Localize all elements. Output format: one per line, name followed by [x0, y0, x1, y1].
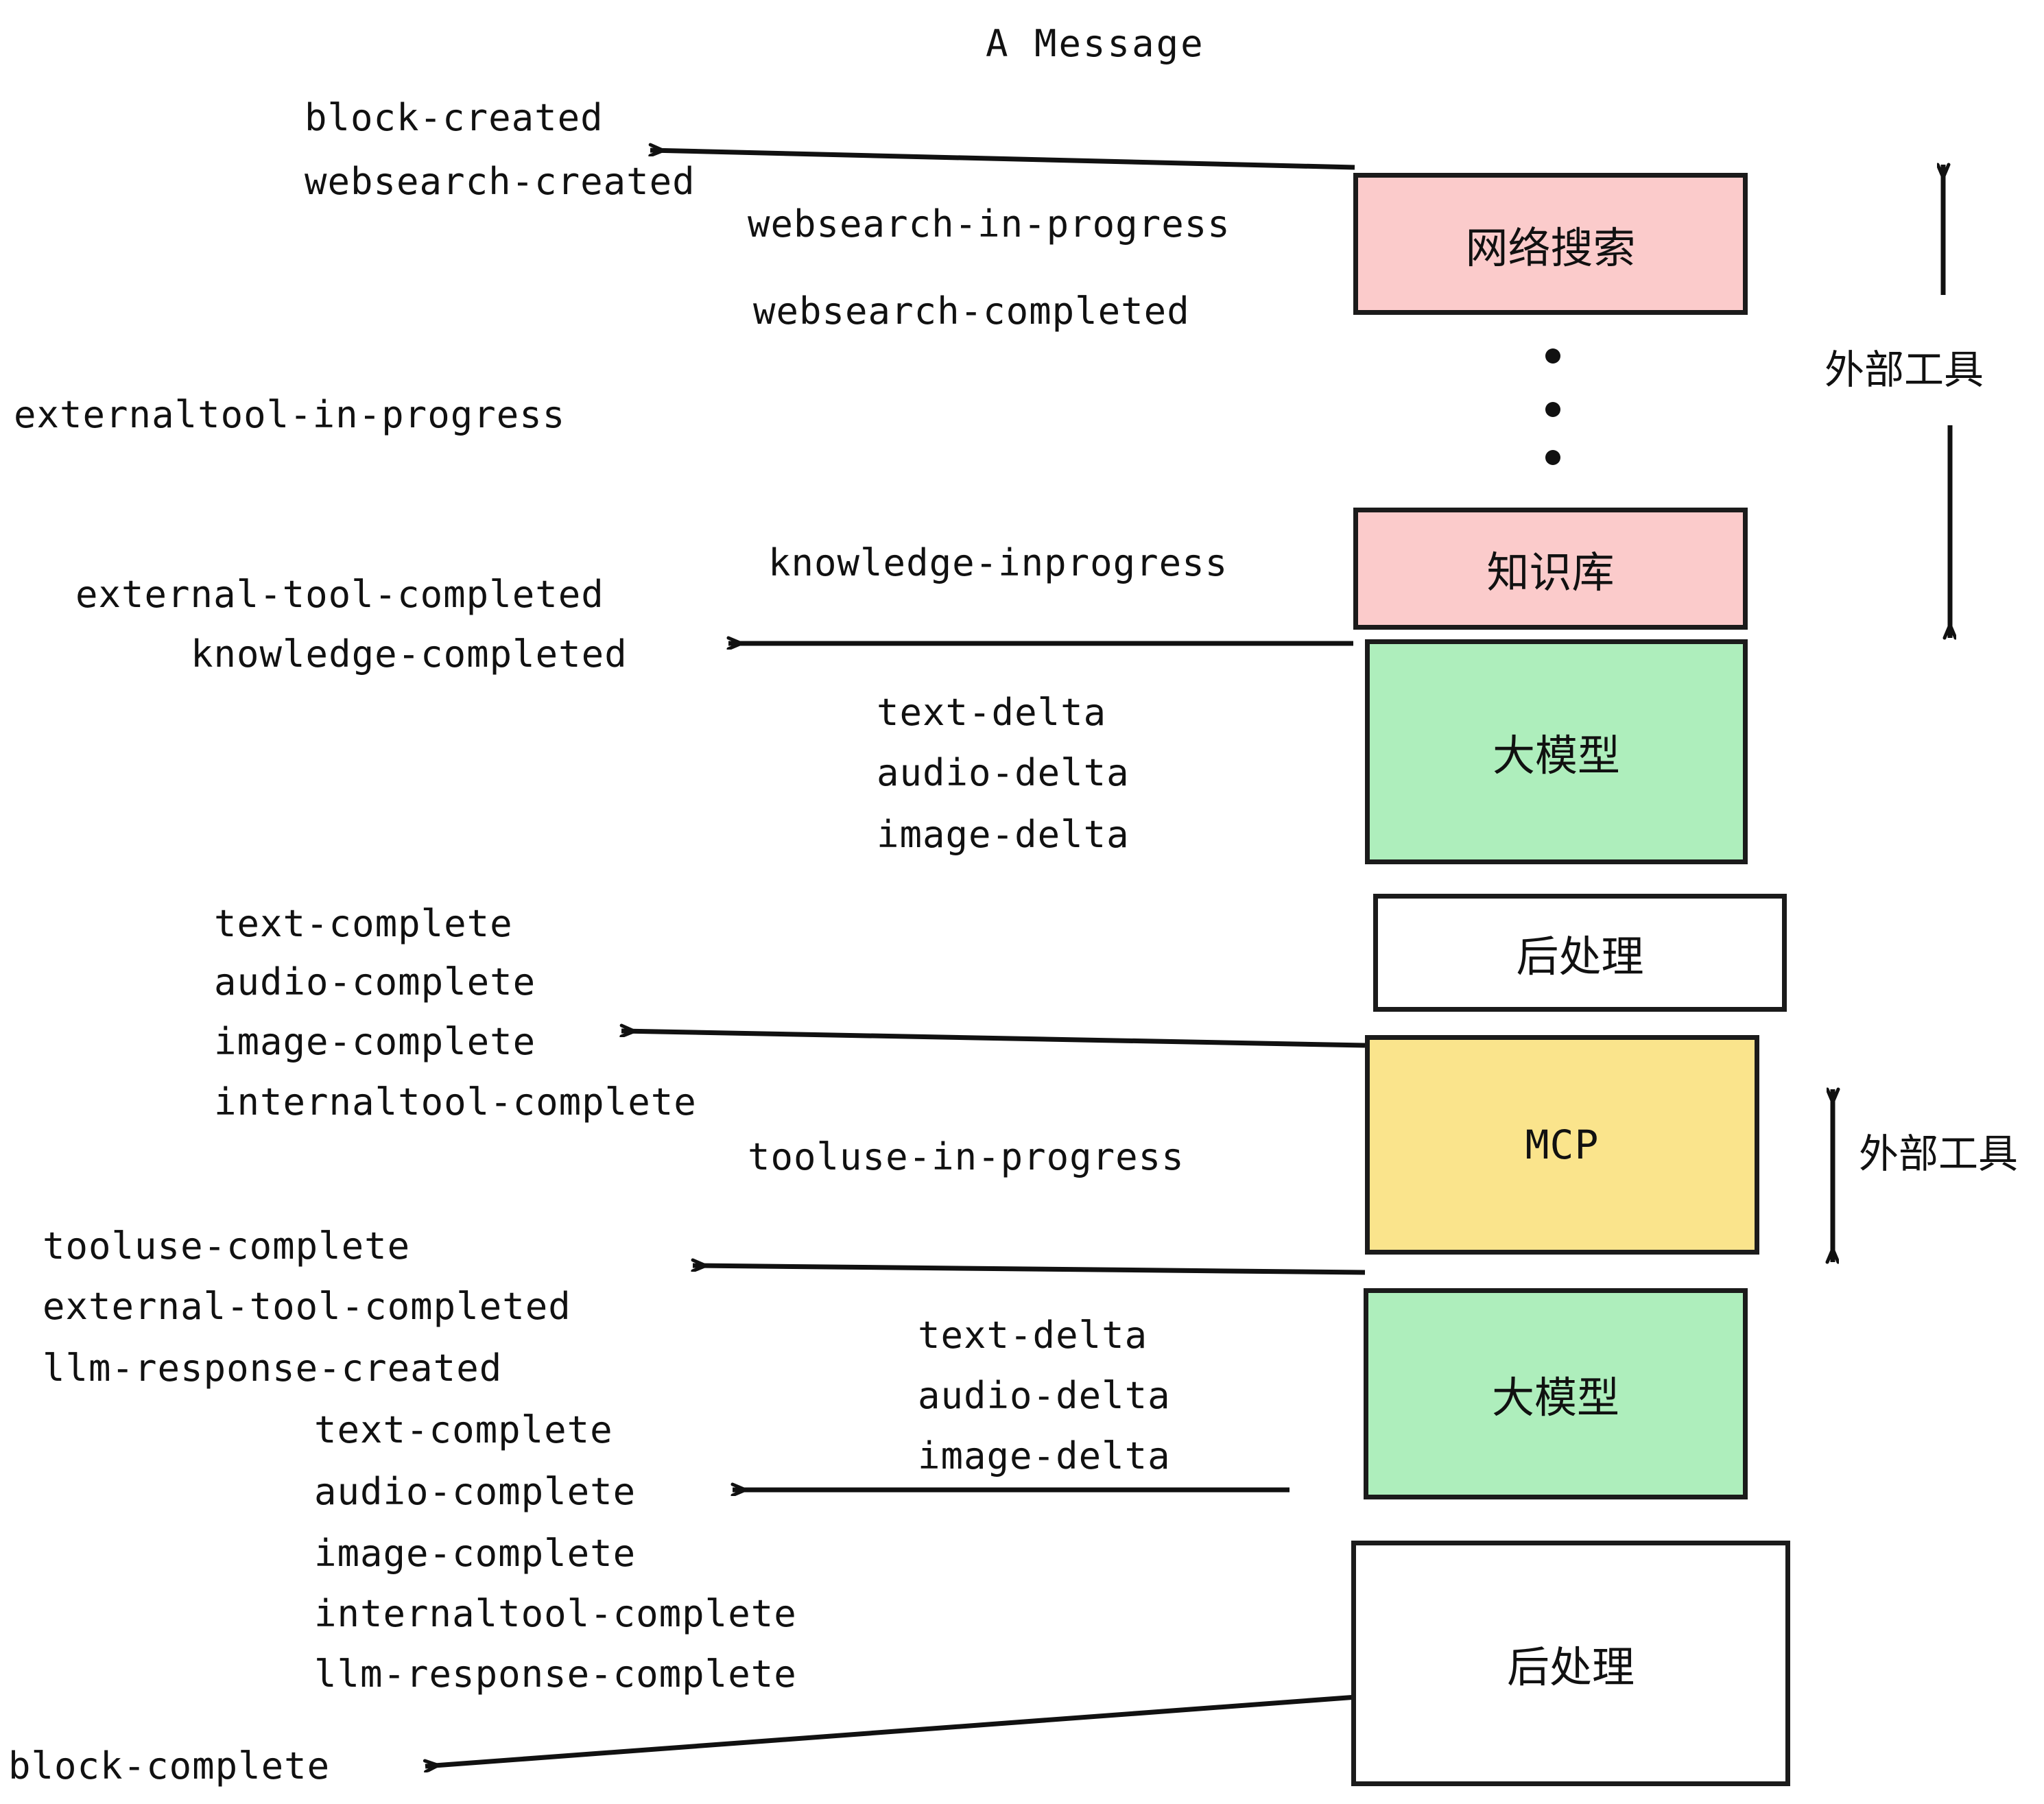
external-tools-bottom-label: 外部工具	[1859, 1130, 2019, 1177]
event-audio-complete-1: audio-complete	[214, 960, 536, 1004]
vertical-ellipsis-dot-2	[1545, 402, 1560, 417]
vertical-ellipsis-dot-3	[1545, 450, 1560, 465]
vertical-ellipsis-dot-1	[1545, 348, 1560, 364]
event-block-complete: block-complete	[8, 1744, 331, 1788]
node-postproc-1[interactable]: 后处理	[1373, 894, 1787, 1012]
event-audio-delta-1: audio-delta	[877, 751, 1130, 794]
event-text-delta-2: text-delta	[918, 1314, 1148, 1357]
node-llm-2[interactable]: 大模型	[1364, 1288, 1748, 1499]
node-postproc-2[interactable]: 后处理	[1351, 1541, 1790, 1786]
external-tools-top-label: 外部工具	[1825, 346, 1984, 393]
event-text-complete-2: text-complete	[314, 1408, 613, 1451]
event-websearch-created: websearch-created	[305, 160, 696, 203]
node-llm-2-label: 大模型	[1491, 1373, 1619, 1423]
node-websearch[interactable]: 网络搜索	[1353, 173, 1748, 315]
node-mcp[interactable]: MCP	[1365, 1035, 1759, 1255]
event-block-created: block-created	[305, 96, 604, 139]
event-image-complete-1: image-complete	[214, 1020, 536, 1063]
event-image-delta-1: image-delta	[877, 813, 1130, 856]
event-internaltool-complete-2: internaltool-complete	[314, 1592, 797, 1635]
event-llm-response-complete: llm-response-complete	[314, 1652, 797, 1696]
node-llm-1[interactable]: 大模型	[1365, 639, 1748, 864]
arrow-mcp-to-left	[693, 1266, 1366, 1275]
node-knowledge[interactable]: 知识库	[1353, 508, 1748, 630]
node-llm-1-label: 大模型	[1492, 731, 1620, 781]
event-audio-delta-2: audio-delta	[918, 1374, 1171, 1417]
event-llm-response-created: llm-response-created	[43, 1346, 503, 1390]
event-websearch-in-progress: websearch-in-progress	[748, 202, 1231, 246]
node-websearch-label: 网络搜索	[1465, 222, 1636, 273]
event-audio-complete-2: audio-complete	[314, 1470, 637, 1513]
node-knowledge-label: 知识库	[1486, 547, 1615, 597]
event-external-tool-completed-2: external-tool-completed	[43, 1285, 571, 1328]
event-knowledge-inprogress: knowledge-inprogress	[768, 541, 1228, 584]
arrow-postproc1-to-left	[621, 1031, 1366, 1048]
arrow-postproc2-to-left	[425, 1694, 1357, 1766]
event-externaltool-in-progress: externaltool-in-progress	[14, 393, 566, 436]
node-postproc-2-label: 后处理	[1506, 1642, 1635, 1692]
event-tooluse-complete: tooluse-complete	[43, 1224, 411, 1268]
event-internaltool-complete-1: internaltool-complete	[214, 1080, 697, 1124]
event-text-delta-1: text-delta	[877, 691, 1107, 734]
event-websearch-completed: websearch-completed	[753, 289, 1190, 333]
node-mcp-label: MCP	[1525, 1121, 1600, 1168]
diagram-title: A Message	[986, 22, 1205, 65]
event-tooluse-in-progress: tooluse-in-progress	[748, 1135, 1185, 1178]
event-text-complete-1: text-complete	[214, 902, 513, 945]
event-knowledge-completed: knowledge-completed	[191, 632, 628, 676]
event-external-tool-completed-1: external-tool-completed	[75, 573, 604, 616]
event-image-complete-2: image-complete	[314, 1532, 637, 1575]
node-postproc-1-label: 后处理	[1516, 931, 1644, 982]
event-image-delta-2: image-delta	[918, 1434, 1171, 1477]
arrow-websearch-to-left	[650, 150, 1355, 170]
